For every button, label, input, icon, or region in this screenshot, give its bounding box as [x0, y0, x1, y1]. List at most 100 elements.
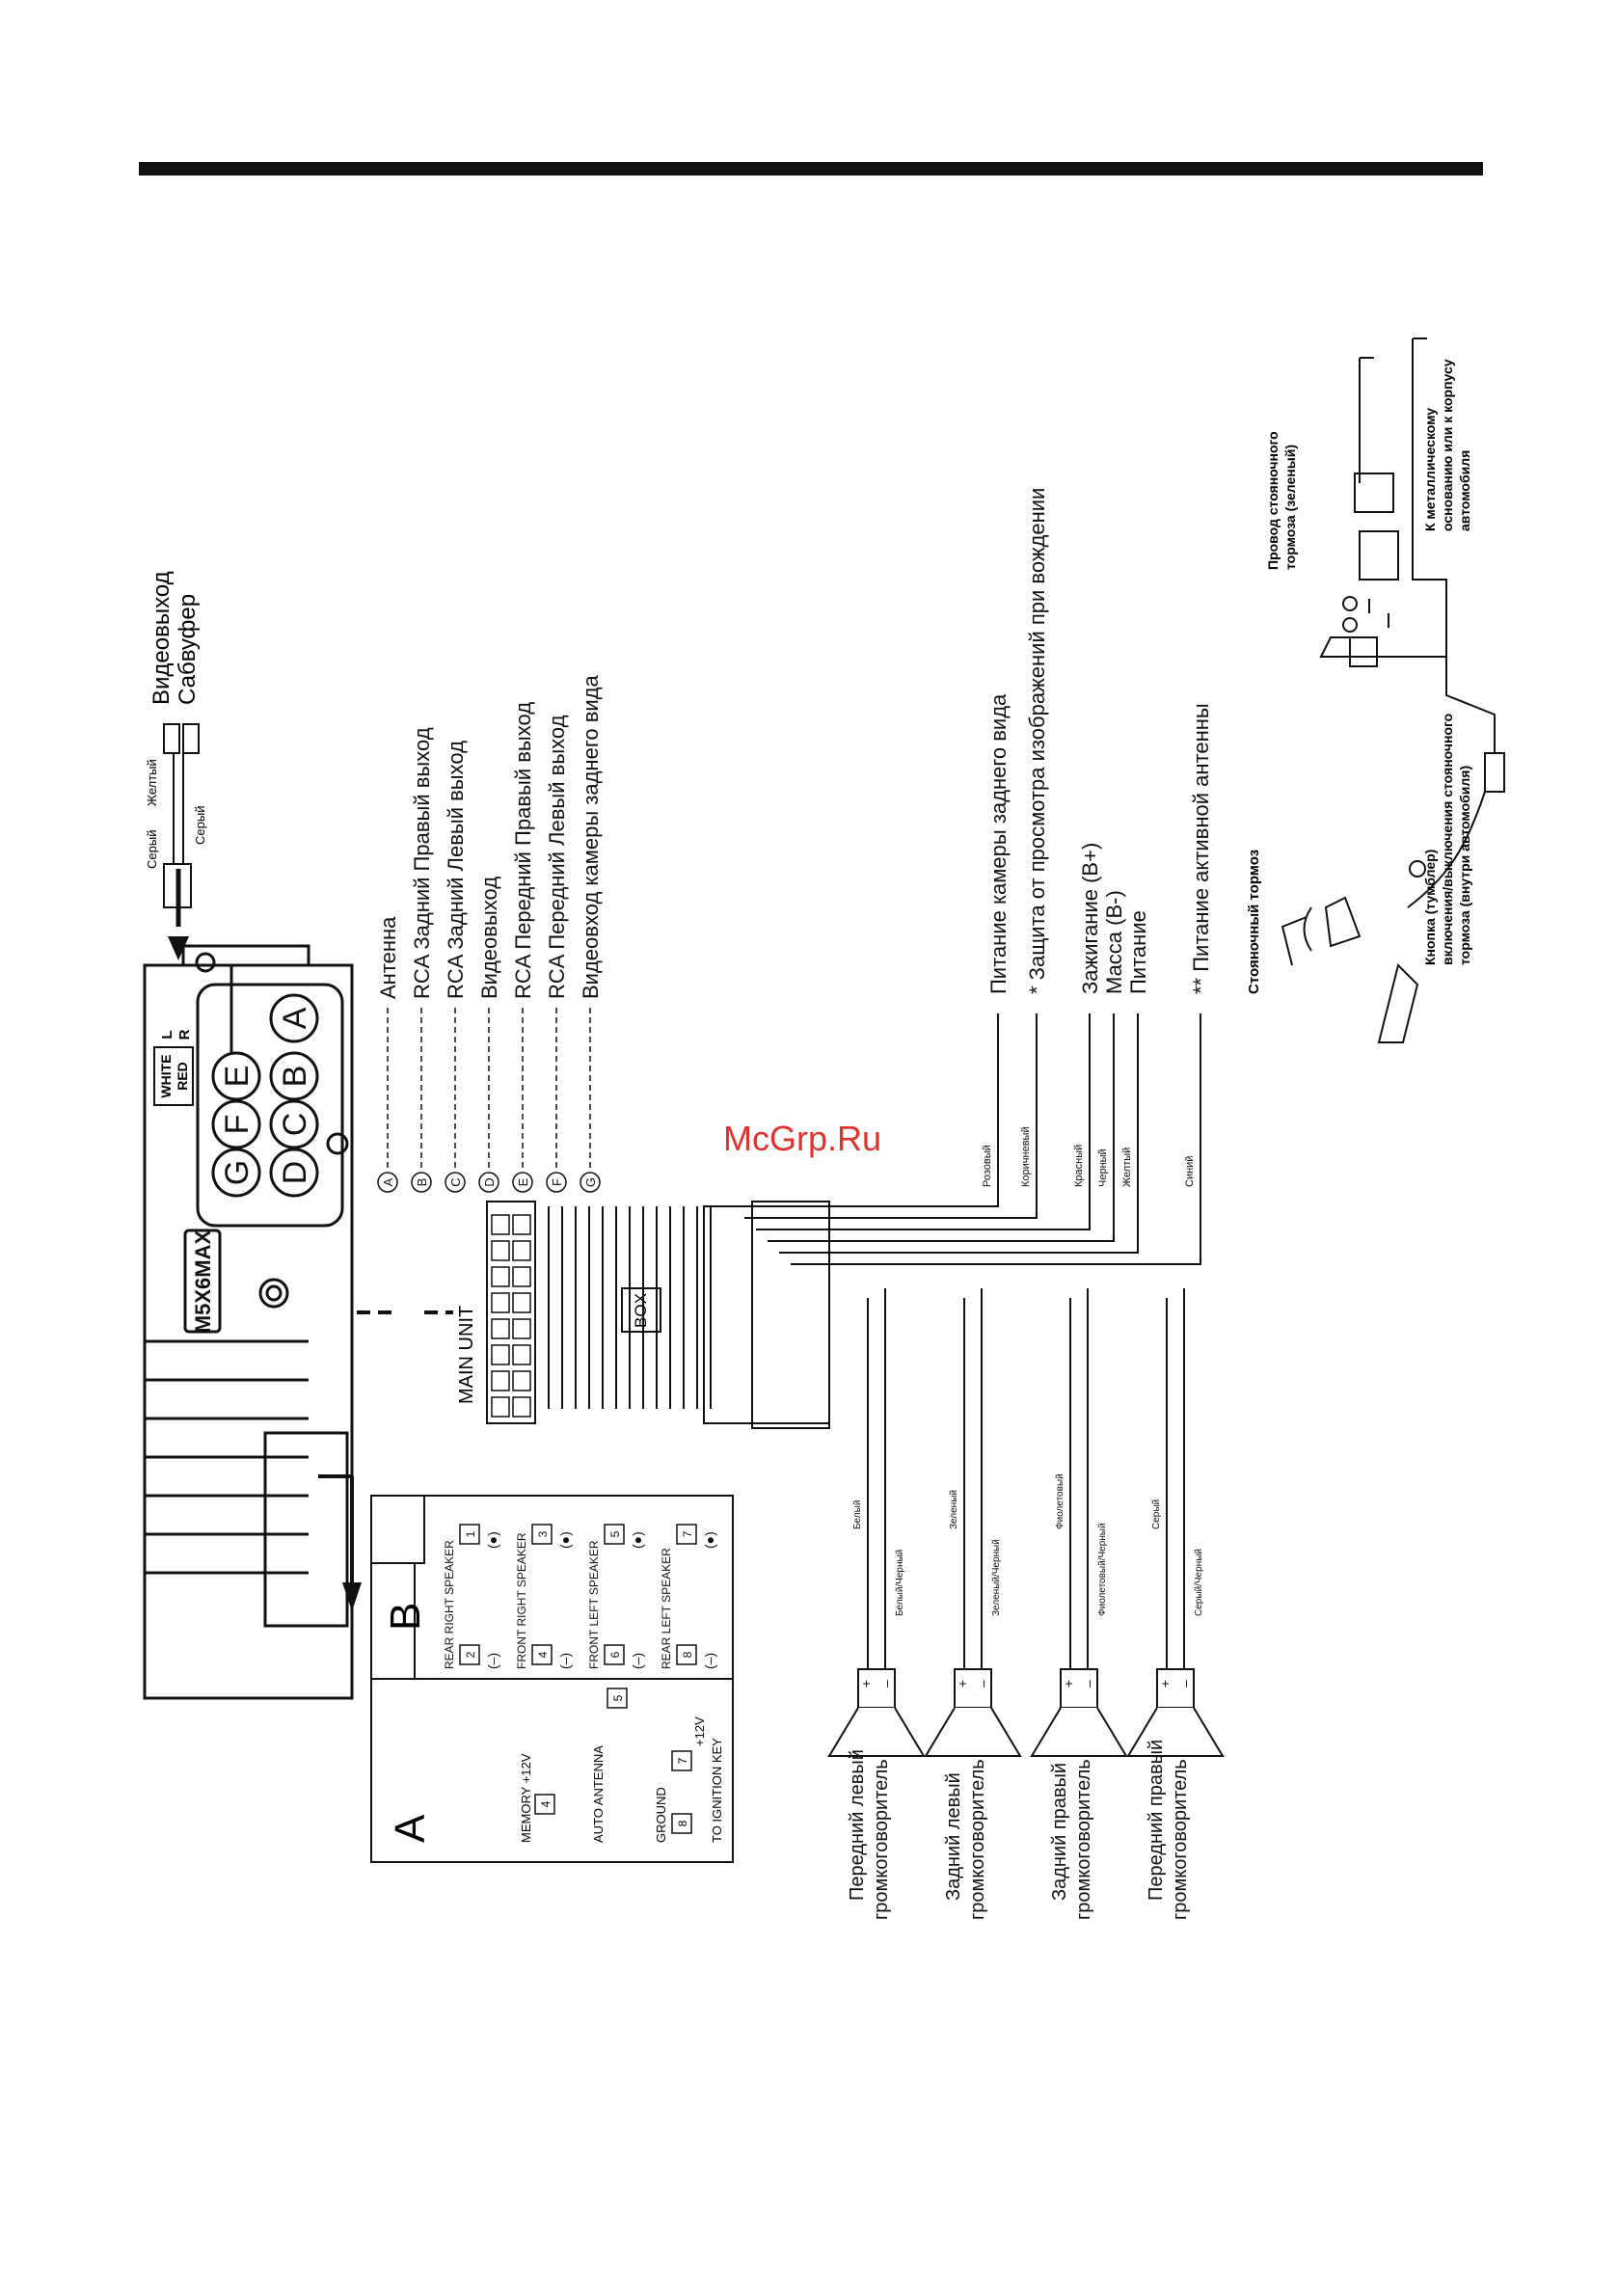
pin-cell	[512, 1292, 531, 1313]
power-wire	[733, 1013, 999, 1207]
ground-pin: 8	[676, 1820, 689, 1826]
socket-g	[211, 1148, 261, 1198]
pin-box	[531, 1524, 553, 1545]
connector-b-row-title: FRONT LEFT SPEAKER	[587, 1540, 601, 1669]
speaker-wire-neg-label: Фиолетовый/Черный	[1097, 1523, 1108, 1616]
speaker-cone	[1126, 1707, 1225, 1757]
legend-circle	[478, 1172, 499, 1193]
socket-c	[269, 1099, 319, 1149]
speaker-wire-neg-label: Зеленый/Черный	[991, 1539, 1002, 1616]
speaker-name-2: громкоговоритель	[967, 1759, 988, 1920]
connector-b-row-title: FRONT RIGHT SPEAKER	[515, 1532, 528, 1669]
connector-b-neg-pin: 8	[681, 1651, 694, 1658]
head-unit-chassis	[143, 944, 354, 1700]
pin-cell	[512, 1370, 531, 1391]
pin-box	[459, 1524, 480, 1545]
connector-b-pos-pin: 1	[464, 1530, 477, 1537]
legend-text: Видеовход камеры заднего вида	[579, 674, 603, 999]
connector-b-row-title: REAR RIGHT SPEAKER	[443, 1540, 456, 1669]
white-label: WHITE	[158, 1054, 174, 1097]
power-wire-label: Питание камеры заднего вида	[986, 693, 1011, 994]
main-unit-label: MAIN UNIT	[456, 1306, 477, 1404]
legend-letter: D	[482, 1177, 497, 1186]
connector-b-neg-pin: 4	[536, 1651, 550, 1658]
speaker-name-2: громкоговоритель	[871, 1759, 892, 1920]
pin-cell	[491, 1214, 510, 1235]
box-label: BOX	[632, 1293, 650, 1328]
legend-letter: B	[415, 1178, 429, 1187]
connector-b-neg-sym: (–)	[485, 1653, 500, 1669]
ground-label: GROUND	[654, 1787, 668, 1843]
legend-letter: F	[550, 1178, 564, 1186]
socket-letter-d: D	[277, 1161, 313, 1185]
legend-letter: G	[583, 1177, 598, 1187]
legend-text: Видеовыход	[477, 877, 501, 999]
legend-text: RCA Передний Правый выход	[511, 702, 535, 999]
auto-antenna-pin: 5	[611, 1694, 625, 1701]
l-label: L	[159, 1030, 175, 1039]
speaker-minus: –	[975, 1680, 990, 1688]
socket-b	[269, 1051, 319, 1101]
video-out-label: Видеовыход	[148, 571, 175, 705]
brake-button-line2: включения/выключения стояночного	[1440, 714, 1455, 965]
power-wire-label: Масса (B-)	[1102, 890, 1126, 994]
pin-cell	[491, 1344, 510, 1365]
connector-b-neg-pin: 6	[608, 1651, 622, 1658]
pin-cell	[512, 1266, 531, 1287]
model-label: M5X6MAX	[191, 1229, 215, 1333]
legend-circle	[512, 1172, 533, 1193]
legend-text: RCA Передний Левый выход	[545, 715, 569, 999]
legend-letter: E	[516, 1177, 530, 1186]
wire-gray2-label: Серый	[193, 806, 207, 845]
pin-box	[531, 1644, 553, 1665]
connector-a-letter: A	[387, 1814, 434, 1843]
legend-circle	[580, 1172, 601, 1193]
pin-box	[459, 1644, 480, 1665]
red-label: RED	[175, 1062, 190, 1091]
connector-b-neg-sym: (–)	[702, 1653, 717, 1669]
power-wire-label: ** Питание активной антенны	[1189, 703, 1213, 994]
pin-cell	[512, 1344, 531, 1365]
auto-antenna-label: AUTO ANTENNA	[591, 1745, 606, 1843]
connector-b-pos-sym: (●)	[630, 1531, 645, 1549]
power-wire-label: * Защита от просмотра изображений при во…	[1025, 488, 1049, 994]
socket-letter-b: B	[277, 1066, 313, 1088]
socket-letter-a: A	[277, 1007, 313, 1029]
pin-box	[604, 1524, 625, 1545]
legend-text: Антенна	[376, 916, 400, 999]
speaker-minus: –	[1081, 1680, 1096, 1688]
pin-cell	[491, 1240, 510, 1261]
legend-letter: C	[448, 1177, 463, 1186]
connector-b-letter: B	[382, 1603, 429, 1631]
pin-box	[676, 1524, 697, 1545]
brake-button-line1: Кнопка (тумблер)	[1422, 850, 1438, 965]
parking-brake-drawing	[1281, 338, 1505, 1043]
speaker-name-1: Задний правый	[1049, 1763, 1070, 1901]
socket-letter-g: G	[219, 1160, 256, 1185]
connector-b-row-title: REAR LEFT SPEAKER	[660, 1548, 673, 1669]
ign-voltage: +12V	[692, 1716, 707, 1746]
connector-b-neg-sym: (–)	[630, 1653, 645, 1669]
brake-wire-line1: Провод стояночного	[1265, 431, 1281, 570]
speaker-minus: –	[1177, 1680, 1193, 1688]
speaker-wire-pos-label: Белый	[852, 1500, 863, 1529]
speaker-plus: +	[1157, 1680, 1173, 1688]
top-cable	[163, 723, 200, 908]
speaker-name-2: громкоговоритель	[1170, 1759, 1191, 1920]
pin-cell	[491, 1396, 510, 1418]
speaker-name-1: Передний правый	[1146, 1740, 1167, 1901]
watermark: McGrp.Ru	[723, 1119, 882, 1158]
rca-color-plate	[153, 1046, 194, 1106]
legend-circle	[546, 1172, 567, 1193]
speaker-name-2: громкоговоритель	[1073, 1759, 1094, 1920]
brake-button-line3: тормоза (внутри автомобиля)	[1457, 766, 1472, 965]
connector-b-pos-pin: 3	[536, 1530, 550, 1537]
pin-cell	[512, 1396, 531, 1418]
socket-letter-c: C	[277, 1113, 313, 1137]
power-wire-label: Питание	[1126, 910, 1150, 994]
subwoofer-label: Сабвуфер	[175, 594, 201, 705]
